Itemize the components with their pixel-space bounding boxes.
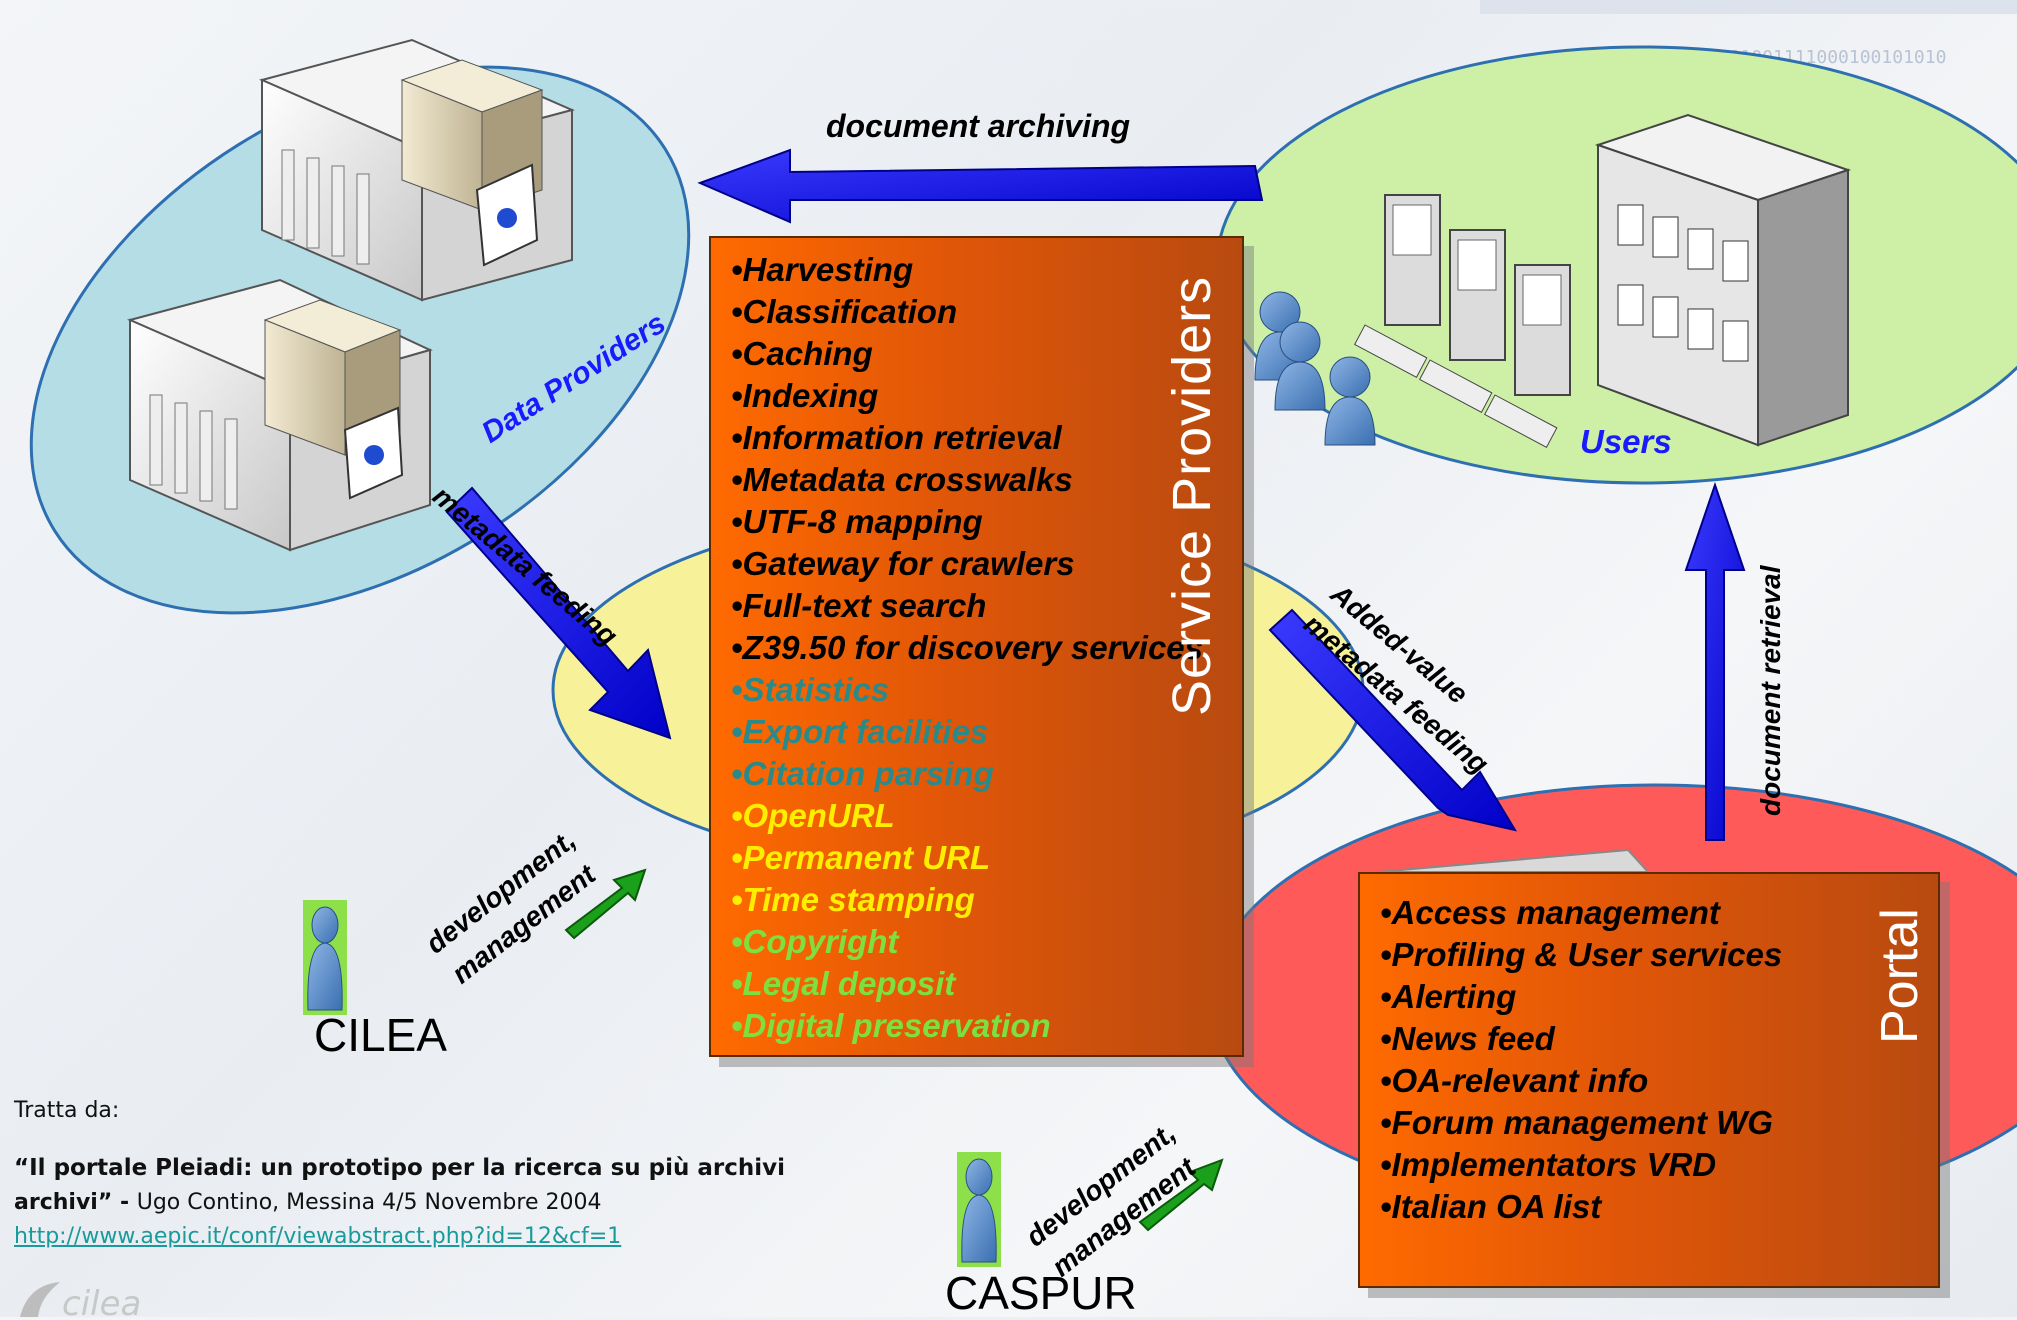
service-item: •UTF-8 mapping [731, 503, 983, 540]
person-icon [1274, 321, 1326, 411]
workstation-icon [1353, 194, 1441, 378]
service-item: •Harvesting [731, 251, 914, 288]
portal-box: •Access management •Profiling & User ser… [1358, 872, 1940, 1288]
server-icon [126, 278, 433, 552]
building-icon [1594, 113, 1852, 447]
arrow-document-archiving [697, 148, 1264, 224]
service-item: •OpenURL [731, 797, 895, 834]
portal-item: •Alerting [1380, 978, 1517, 1015]
service-item: •Classification [731, 293, 958, 330]
workstation-icon [1483, 264, 1571, 448]
arrow-development-cilea [564, 868, 647, 940]
service-item: •Digital preservation [731, 1007, 1051, 1044]
service-item: •Legal deposit [731, 965, 956, 1002]
cilea-person-icon [307, 906, 343, 1011]
portal-title: Portal [1871, 908, 1929, 1044]
service-item: •Citation parsing [731, 755, 994, 792]
portal-item: •Access management [1380, 894, 1720, 931]
arrow-document-retrieval [1684, 481, 1746, 841]
service-item: •Permanent URL [731, 839, 991, 876]
caspur-person-icon [961, 1158, 997, 1263]
credit-intro: Tratta da: [14, 1098, 120, 1123]
server-icon [258, 38, 576, 302]
service-item: •Z39.50 for discovery services [731, 629, 1204, 666]
arrow-added-value [1268, 608, 1518, 832]
label-users: Users [1580, 423, 1672, 460]
workstation-icon [1418, 229, 1506, 413]
portal-item: •Profiling & User services [1380, 936, 1783, 973]
service-item: •Time stamping [731, 881, 975, 918]
service-item: •Information retrieval [731, 419, 1062, 456]
credit-link[interactable]: http://www.aepic.it/conf/viewabstract.ph… [14, 1224, 622, 1249]
service-item: •Gateway for crawlers [731, 545, 1075, 582]
cilea-logo-icon [20, 1282, 60, 1317]
service-item: •Full-text search [731, 587, 987, 624]
portal-item: •Implementators VRD [1380, 1146, 1717, 1183]
arrow-metadata-feeding [445, 486, 672, 740]
service-item: •Indexing [731, 377, 879, 414]
org-cilea: CILEA [314, 1009, 447, 1061]
portal-item: •OA-relevant info [1380, 1062, 1649, 1099]
credit-title-line2: archivi” - Ugo Contino, Messina 4/5 Nove… [14, 1190, 601, 1215]
label-document-retrieval: document retrieval [1755, 565, 1786, 816]
org-caspur: CASPUR [945, 1267, 1137, 1319]
label-document-archiving: document archiving [826, 108, 1131, 144]
service-providers-title: Service Providers [1162, 275, 1222, 716]
portal-item: •Forum management WG [1380, 1104, 1773, 1141]
service-providers-box: •Harvesting •Classification •Caching •In… [709, 236, 1244, 1057]
service-item: •Export facilities [731, 713, 989, 750]
person-icon [1324, 356, 1376, 446]
service-item: •Copyright [731, 923, 899, 960]
credit-title-line1: “Il portale Pleiadi: un prototipo per la… [14, 1155, 786, 1181]
portal-item: •News feed [1380, 1020, 1555, 1057]
binary-decoration-top [1480, 0, 2017, 14]
credit-title-line2-bold: archivi” - [14, 1190, 137, 1215]
service-item: •Caching [731, 335, 873, 372]
service-item: •Metadata crosswalks [731, 461, 1073, 498]
credit-author: Ugo Contino, Messina 4/5 Novembre 2004 [136, 1190, 602, 1215]
arrow-development-caspur [1138, 1158, 1224, 1232]
service-item: •Statistics [731, 671, 890, 708]
portal-item: •Italian OA list [1380, 1188, 1602, 1225]
cilea-logo-text: cilea [62, 1284, 141, 1317]
